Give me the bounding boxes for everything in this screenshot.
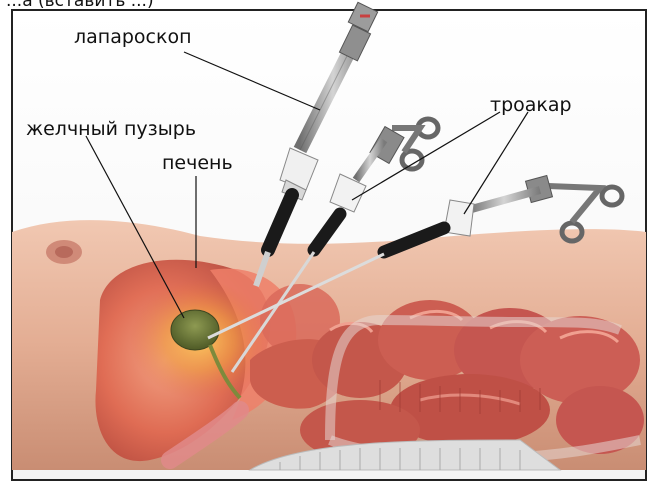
gallbladder [171,310,219,350]
liver-label: печень [162,154,233,173]
trocar-label: троакар [490,96,572,115]
gallbladder-label: желчный пузырь [26,120,196,139]
laparoscope-label: лапароскоп [74,28,192,47]
